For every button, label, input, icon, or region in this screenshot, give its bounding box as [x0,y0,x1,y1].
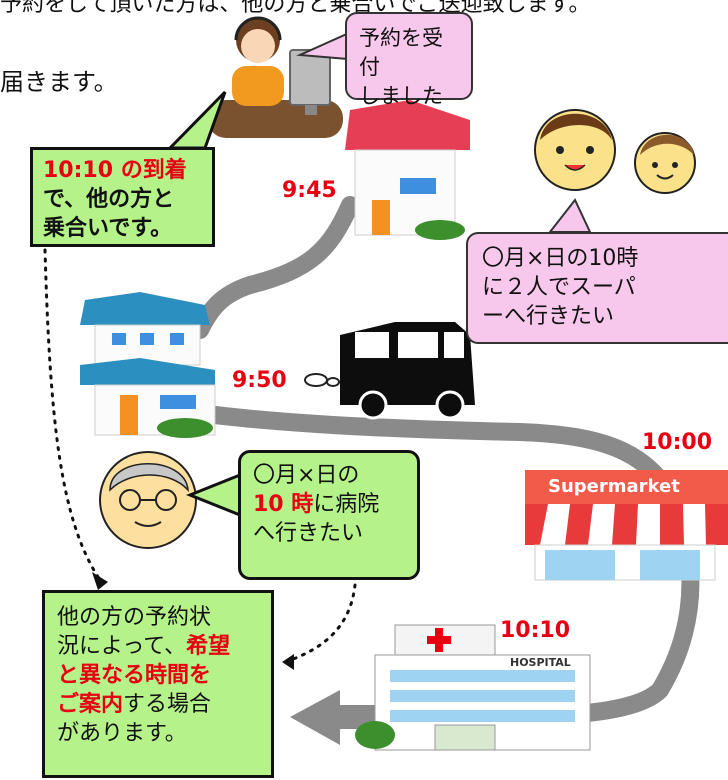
operator-icon [208,16,343,138]
dotted-connector-right [283,583,357,664]
time-label-945: 9:45 [282,178,337,203]
family-bubble: 〇月×日の10時 に２人でスーパ ーへ行きたい [466,232,728,344]
elder-face-icon [99,451,197,549]
elder-bubble-line2-red: 10 時 [253,492,314,517]
elder-bubble-line1: 〇月×日の [253,463,360,488]
notice-line4: ご案内する場合 [57,690,259,719]
family-bubble-tail [547,198,592,233]
notice-line4-red: ご案内 [57,692,124,717]
dotted-connector-left [43,248,102,582]
operator-bubble-line1: 予約を受付 [359,26,443,79]
operator-bubble-line2: しました [359,84,443,108]
shared-ride-note-line2: で、他の方と [43,187,175,212]
family-bubble-line2: に２人でスーパ [482,275,636,300]
time-label-1010: 10:10 [500,618,571,643]
notice-line2-pre: 況によって、 [57,634,187,659]
notice-line4-rest: する場合 [123,692,212,717]
elder-bubble-line3: へ行きたい [253,521,364,546]
family-faces-icon [534,109,696,194]
supermarket-icon [525,470,728,581]
notice-line2: 況によって、希望 [57,632,259,661]
notice-box: 他の方の予約状 況によって、希望 と異なる時間を ご案内する場合 があります。 [42,590,274,778]
elder-bubble-tail [185,472,242,518]
shared-ride-note-line1: 10:10 の到着 [43,158,187,183]
family-bubble-line3: ーへ行きたい [482,304,615,329]
notice-line3: と異なる時間を [57,663,212,688]
notice-line2-red: 希望 [186,634,231,659]
elder-bubble-line2: 10 時に病院 [253,490,405,519]
time-label-1000: 10:00 [642,430,713,455]
house-blue-roof-icon [80,292,216,438]
notice-line1: 他の方の予約状 [57,605,212,630]
time-label-950: 9:50 [232,368,287,393]
shared-ride-note-line3: 乗合いです。 [43,216,173,241]
shared-ride-note: 10:10 の到着 で、他の方と 乗合いです。 [30,147,215,247]
supermarket-sign: Supermarket [548,476,680,497]
intro-text-line2: 届きます。 [0,68,118,96]
operator-bubble: 予約を受付 しました [345,12,473,108]
hospital-icon [355,624,591,751]
left-arrow [290,690,375,745]
hospital-sign: HOSPITAL [510,656,571,669]
van-icon [304,322,475,420]
elder-bubble: 〇月×日の 10 時に病院 へ行きたい [238,450,420,580]
intro-text-top: 予約をして頂いた方は、他の方と乗合いでご送迎致します。 [0,0,591,17]
house-red-roof-icon [345,100,470,240]
notice-line5: があります。 [57,721,187,746]
elder-bubble-line2-rest: に病院 [313,492,380,517]
family-bubble-line1: 〇月×日の10時 [482,246,639,271]
